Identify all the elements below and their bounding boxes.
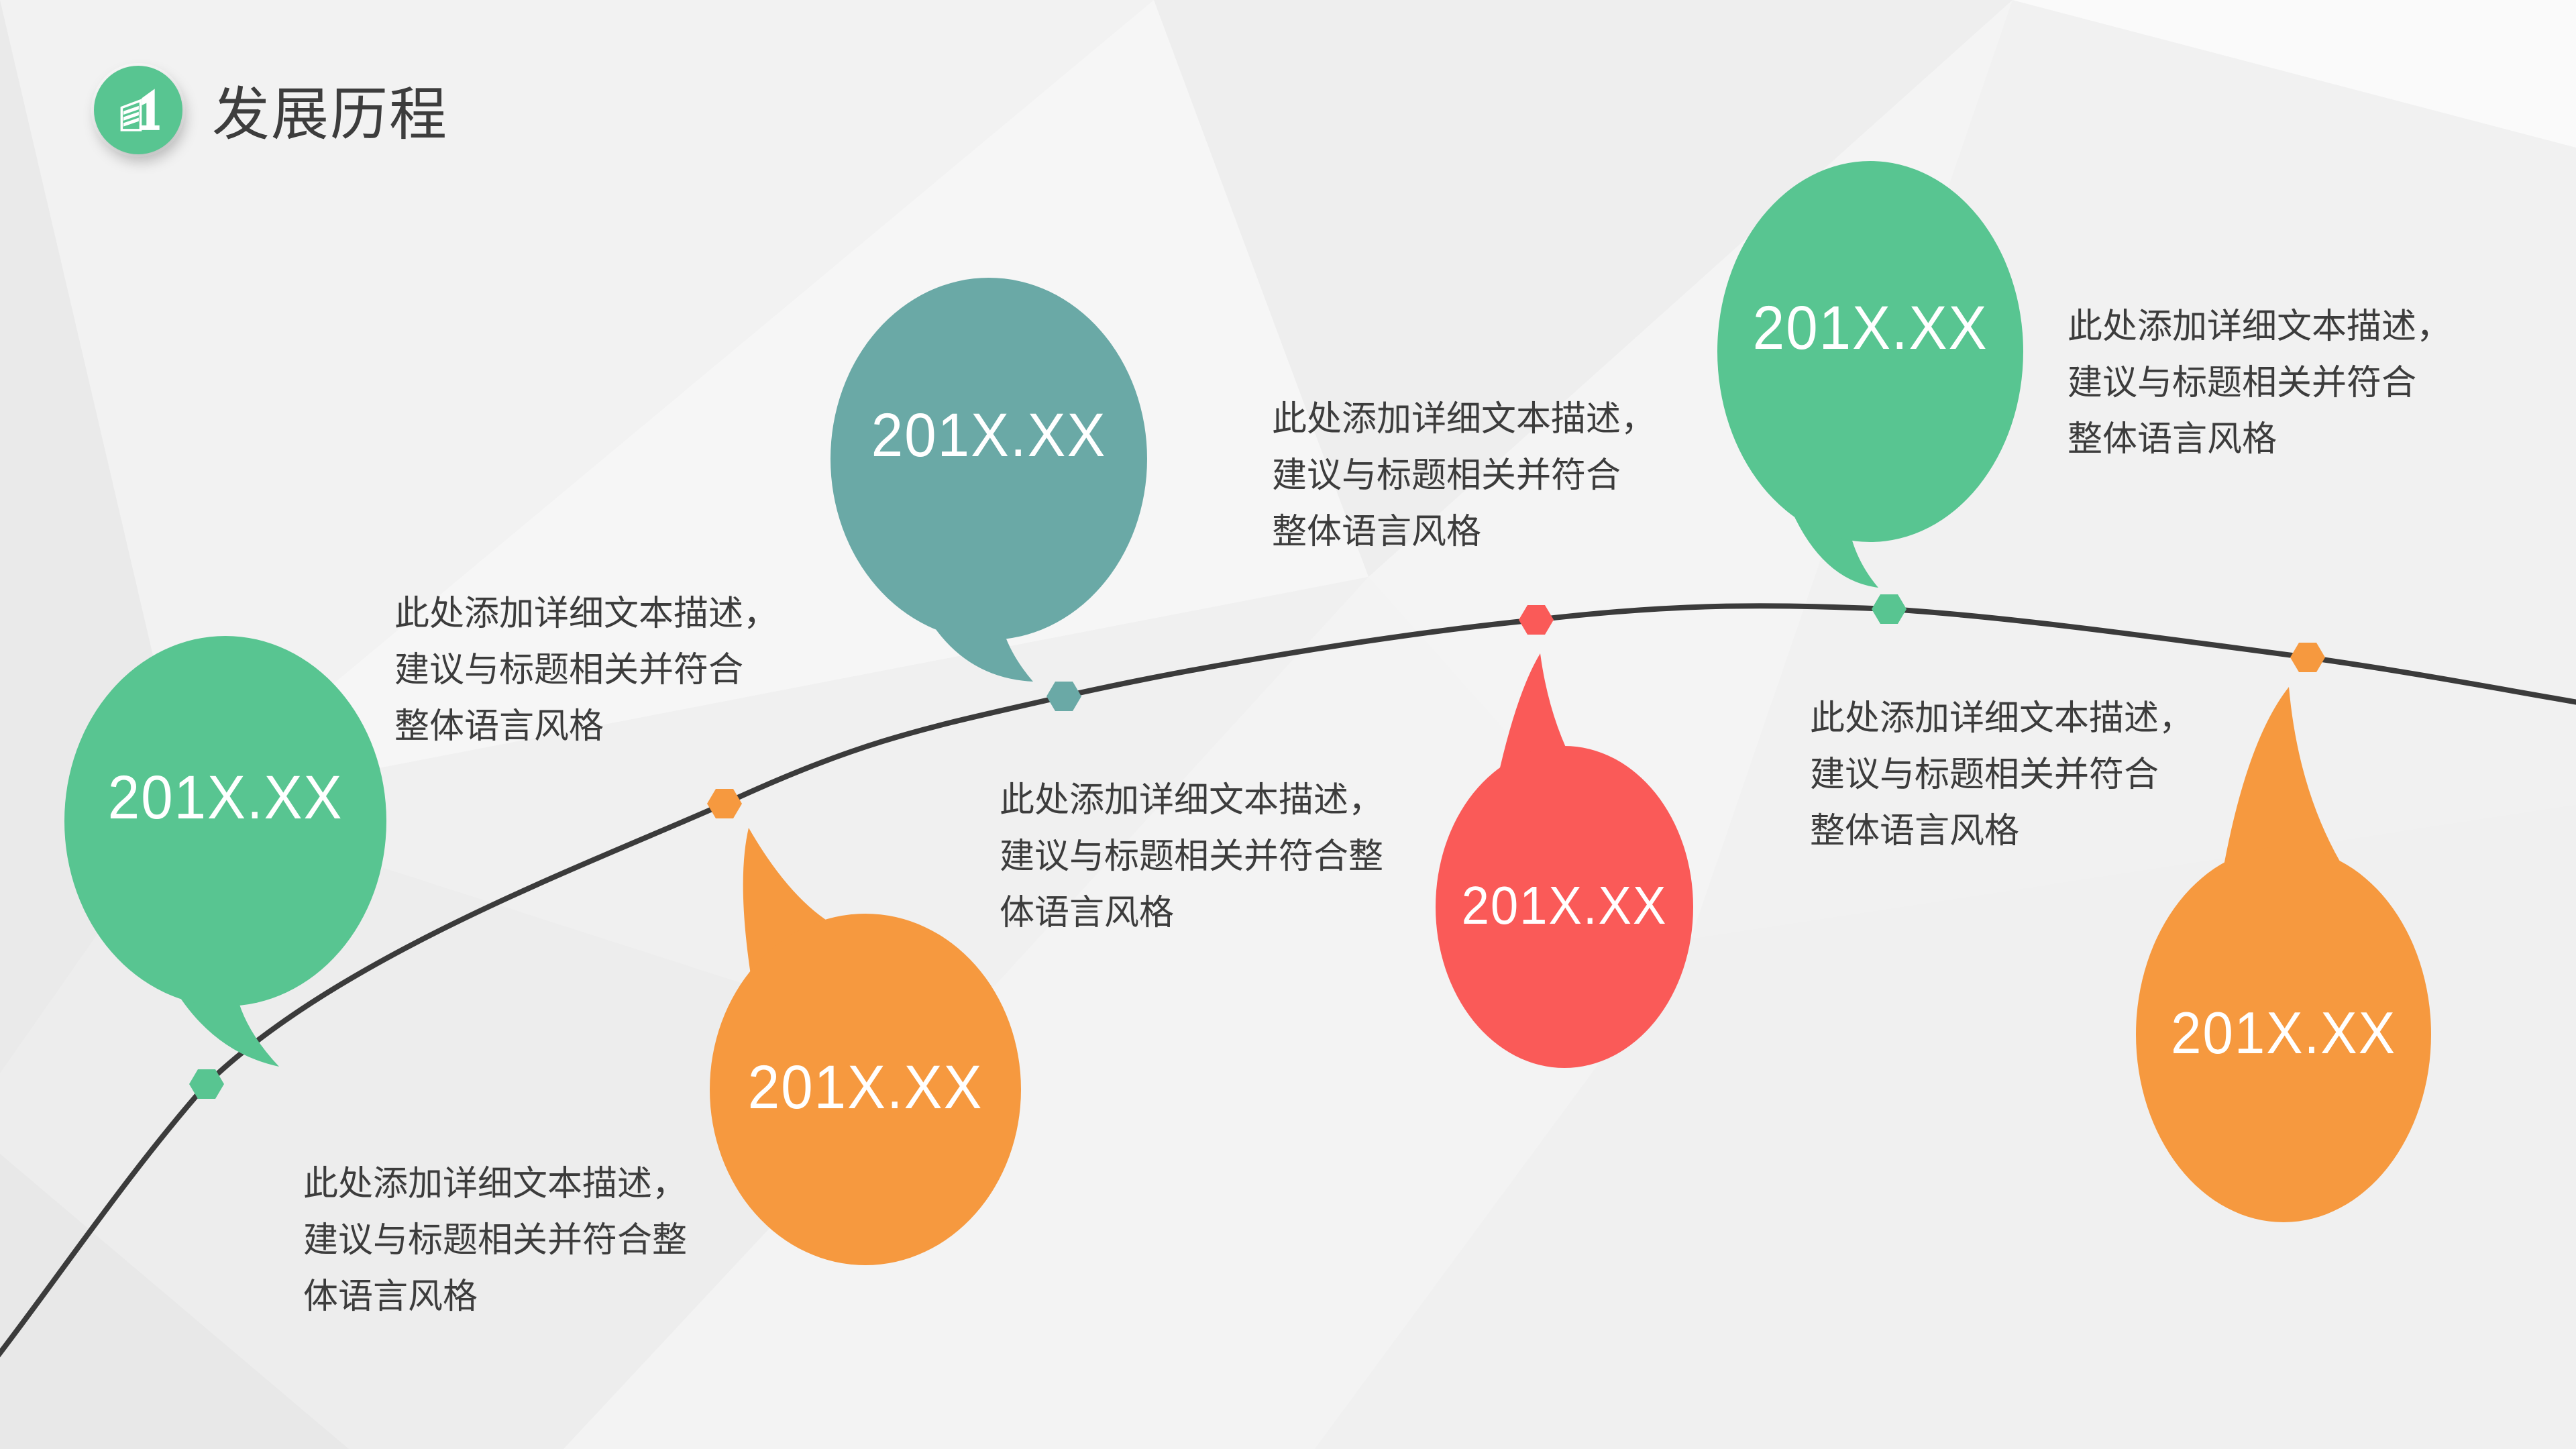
milestone-4-description: 此处添加详细文本描述， 建议与标题相关并符合整 体语言风格 — [1000, 771, 1383, 941]
description-line: 此处添加详细文本描述， — [394, 593, 779, 633]
milestone-3-description: 此处添加详细文本描述， 建议与标题相关并符合 整体语言风格 — [1272, 390, 1656, 559]
description-line: 建议与标题相关并符合 — [394, 649, 744, 690]
milestone-2-bubble — [710, 828, 1021, 1265]
milestone-markers — [189, 594, 2325, 1099]
description-line: 建议与标题相关并符合 — [2068, 362, 2417, 402]
milestone-4-date: 201X.XX — [1461, 877, 1668, 936]
milestone-3-bubble — [830, 278, 1147, 682]
description-line: 建议与标题相关并符合 — [1810, 754, 2159, 794]
speech-bubble-body — [1436, 746, 1693, 1068]
milestone-1-hexagon-marker — [189, 1069, 224, 1099]
milestone-3-hexagon-marker — [1046, 682, 1081, 711]
description-line: 此处添加详细文本描述， — [2068, 306, 2452, 346]
description-line: 整体语言风格 — [2068, 419, 2277, 459]
speech-bubble-body — [2136, 847, 2431, 1222]
milestone-2-description: 此处添加详细文本描述， 建议与标题相关并符合整 体语言风格 — [303, 1155, 687, 1324]
speech-bubble-body — [710, 914, 1021, 1265]
milestone-6-date: 201X.XX — [2170, 1001, 2397, 1067]
milestone-4-hexagon-marker — [1519, 605, 1554, 635]
milestone-5-description: 此处添加详细文本描述， 建议与标题相关并符合 整体语言风格 — [2068, 298, 2451, 467]
description-line: 建议与标题相关并符合 — [1272, 455, 1621, 495]
description-line: 此处添加详细文本描述， — [1272, 398, 1656, 439]
description-line: 此处添加详细文本描述， — [1810, 698, 2194, 738]
building-icon-glyph — [120, 89, 160, 131]
description-line: 整体语言风格 — [394, 706, 604, 746]
building-icon — [94, 66, 182, 154]
milestone-6-hexagon-marker — [2290, 643, 2325, 672]
description-line: 此处添加详细文本描述， — [1000, 780, 1384, 820]
milestone-4-bubble — [1436, 653, 1693, 1068]
description-line: 此处添加详细文本描述， — [303, 1163, 688, 1203]
description-line: 建议与标题相关并符合整 — [303, 1220, 688, 1260]
description-line: 建议与标题相关并符合整 — [1000, 836, 1384, 876]
milestone-5-date: 201X.XX — [1752, 292, 1988, 362]
milestone-5-bubble — [1717, 161, 2023, 588]
milestone-1-date: 201X.XX — [107, 762, 343, 832]
milestone-6-bubble — [2136, 687, 2431, 1222]
speech-bubble-body — [1717, 161, 2023, 542]
description-line: 体语言风格 — [1000, 892, 1175, 932]
milestone-5-hexagon-marker — [1872, 594, 1907, 624]
speech-bubble-body — [64, 636, 386, 1006]
milestone-1-description: 此处添加详细文本描述， 建议与标题相关并符合 整体语言风格 — [394, 585, 778, 754]
description-line: 整体语言风格 — [1810, 810, 2020, 851]
timeline-curve — [0, 603, 2576, 1358]
milestone-6-description: 此处添加详细文本描述， 建议与标题相关并符合 整体语言风格 — [1810, 690, 2194, 859]
milestone-3-date: 201X.XX — [871, 400, 1107, 470]
description-line: 体语言风格 — [303, 1276, 478, 1316]
milestone-1-bubble — [64, 636, 386, 1067]
speech-bubble-body — [830, 278, 1147, 640]
milestone-2-date: 201X.XX — [747, 1052, 983, 1122]
page-title: 发展历程 — [212, 83, 448, 148]
description-line: 整体语言风格 — [1272, 511, 1482, 551]
slide-header: 发展历程 — [94, 66, 448, 154]
milestone-2-hexagon-marker — [707, 789, 742, 818]
